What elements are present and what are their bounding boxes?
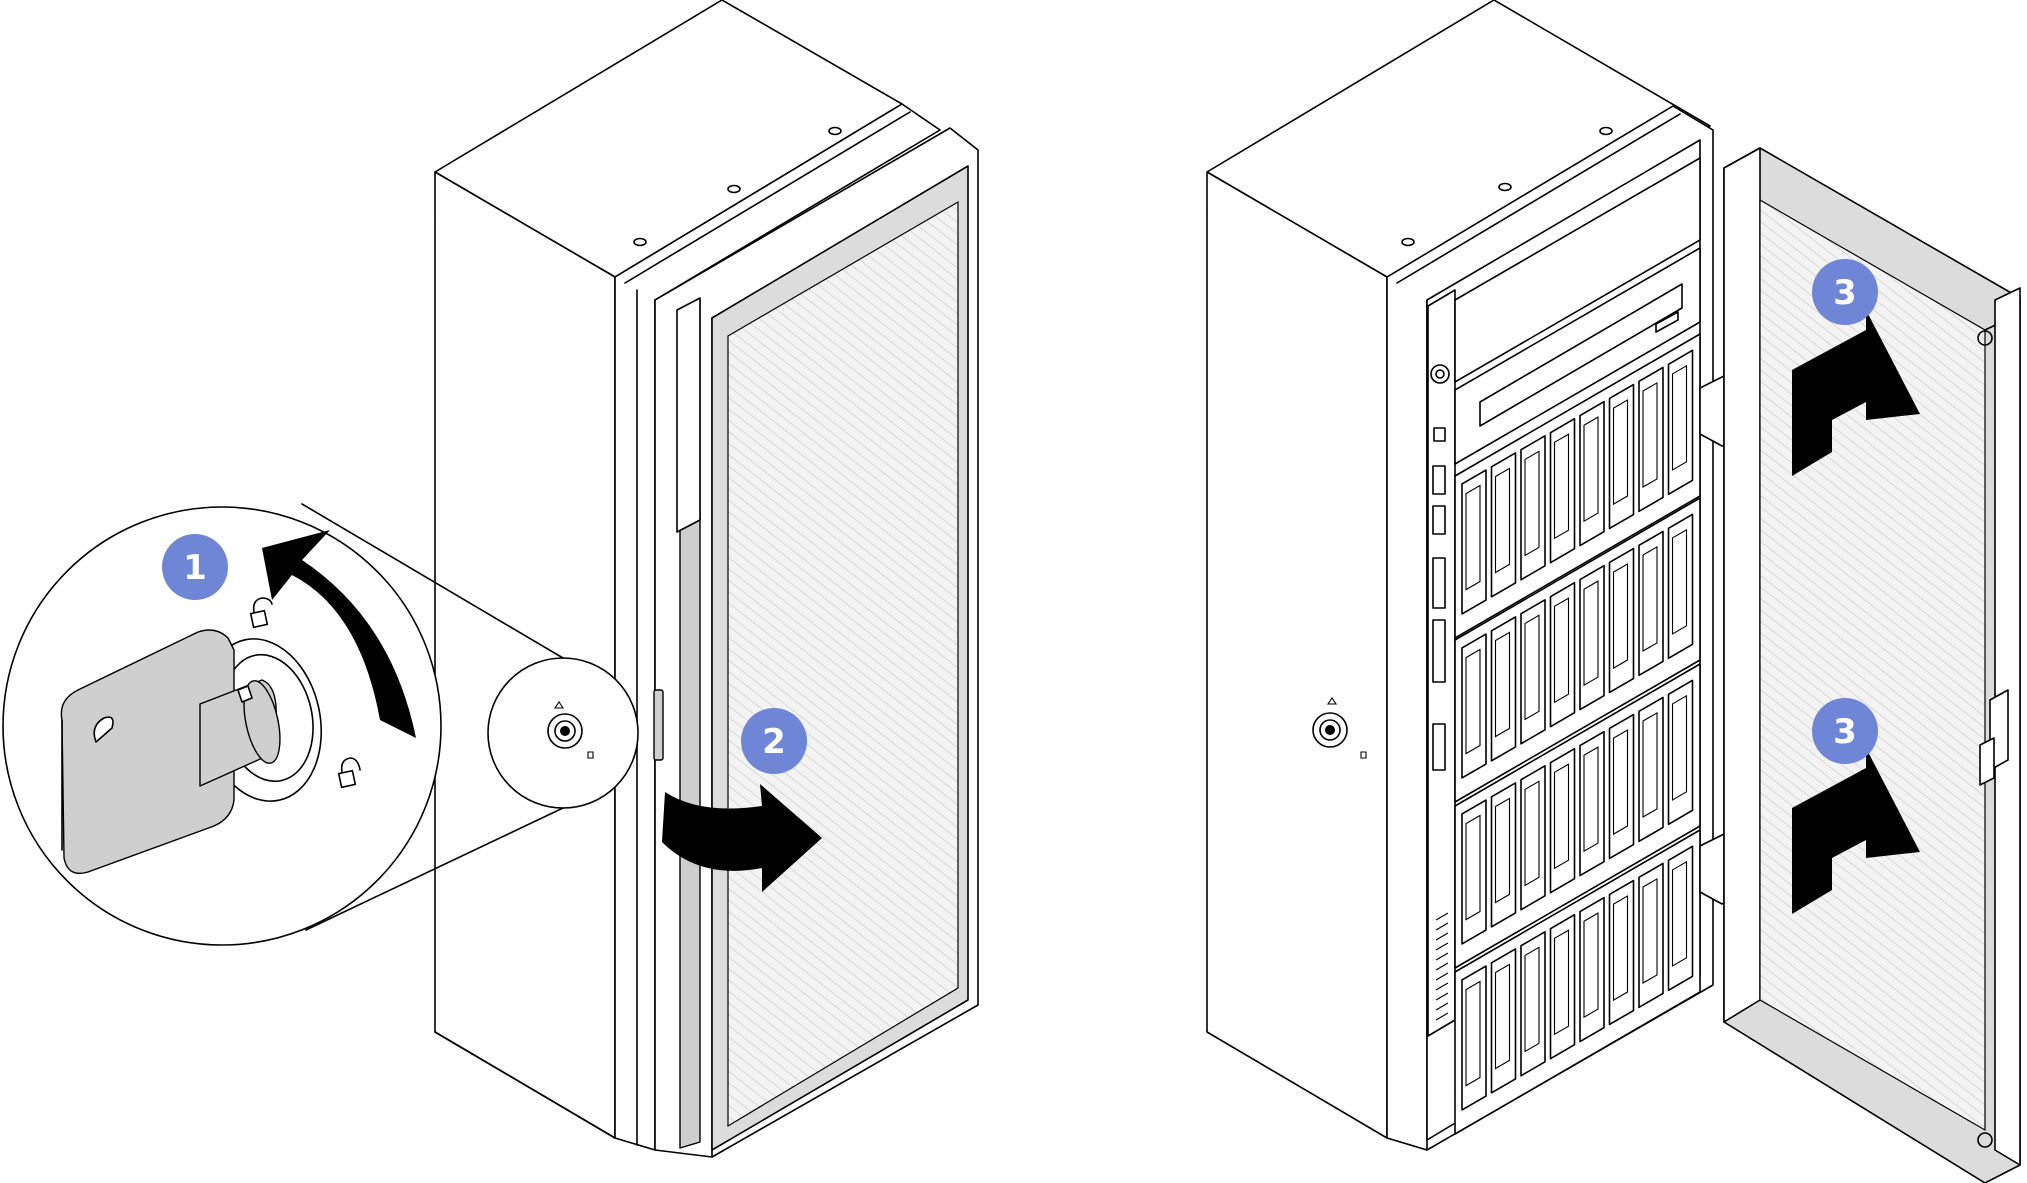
top-screws-left <box>633 126 842 247</box>
drive-handle <box>1465 980 1481 1087</box>
drive-handle <box>1553 763 1570 870</box>
step-badge-3-lower: 3 <box>1812 698 1878 764</box>
drive-handle <box>1612 729 1629 836</box>
rotate-arrow-icon <box>262 530 416 738</box>
zoom-callout <box>2 506 442 946</box>
drive-handle <box>1583 746 1599 853</box>
control-panel <box>1427 289 1456 1037</box>
svg-text:3: 3 <box>1833 712 1857 752</box>
side-lock-icon <box>1312 697 1367 759</box>
drive-handle <box>1642 877 1658 984</box>
front-door-closed <box>653 127 979 1158</box>
key-icon <box>60 629 281 875</box>
drive-handle <box>1524 614 1540 721</box>
drive-handle <box>1583 416 1599 523</box>
lock-icon <box>337 757 361 789</box>
drive-handle <box>1465 648 1481 755</box>
drive-slots <box>1461 349 1694 1111</box>
drive-handle <box>1612 399 1629 506</box>
drive-handle <box>1553 597 1570 704</box>
drive-handle <box>1553 929 1570 1036</box>
svg-text:2: 2 <box>762 722 786 762</box>
step-badge-3-upper: 3 <box>1812 259 1878 325</box>
vent-slots <box>1435 912 1449 1021</box>
drive-handle <box>1612 895 1629 1002</box>
step-badge-1: 1 <box>162 534 228 600</box>
lift-arrow-icon <box>1792 748 1920 914</box>
drive-handle <box>1524 780 1540 887</box>
drive-handle <box>1642 711 1658 818</box>
server-right-side <box>1206 171 1388 1139</box>
optical-drive-bays <box>1454 157 1701 465</box>
step-badge-2: 2 <box>741 708 807 774</box>
svg-text:1: 1 <box>183 548 207 588</box>
drive-handle <box>1494 797 1511 904</box>
drive-handle <box>1642 545 1658 652</box>
drive-handle <box>1671 528 1688 635</box>
swing-arrow-icon <box>662 784 822 892</box>
server-left <box>434 0 979 1158</box>
drive-handle <box>1465 814 1481 921</box>
drive-handle <box>1612 563 1629 670</box>
lock-icon-small <box>547 701 594 759</box>
drive-handle <box>1671 694 1688 801</box>
svg-text:3: 3 <box>1833 273 1857 313</box>
drive-handle <box>1494 467 1511 574</box>
drive-handle <box>1583 912 1599 1019</box>
drive-handle <box>1465 484 1481 591</box>
lock-callout-circle <box>301 503 639 931</box>
drive-handle <box>1494 963 1511 1070</box>
lift-arrow-icon <box>1792 310 1920 476</box>
drive-handle <box>1524 450 1540 557</box>
drive-handle <box>1553 433 1570 540</box>
drive-handle <box>1671 364 1688 471</box>
server-left-side <box>434 171 616 1139</box>
server-right <box>1206 0 2021 1183</box>
unlock-icon <box>249 597 273 629</box>
drive-handle <box>1583 580 1599 687</box>
drive-handle <box>1494 631 1511 738</box>
top-screws-right <box>1401 126 1613 247</box>
drive-handle <box>1642 381 1658 488</box>
drive-handle <box>1524 946 1540 1053</box>
drive-handle <box>1671 860 1688 967</box>
